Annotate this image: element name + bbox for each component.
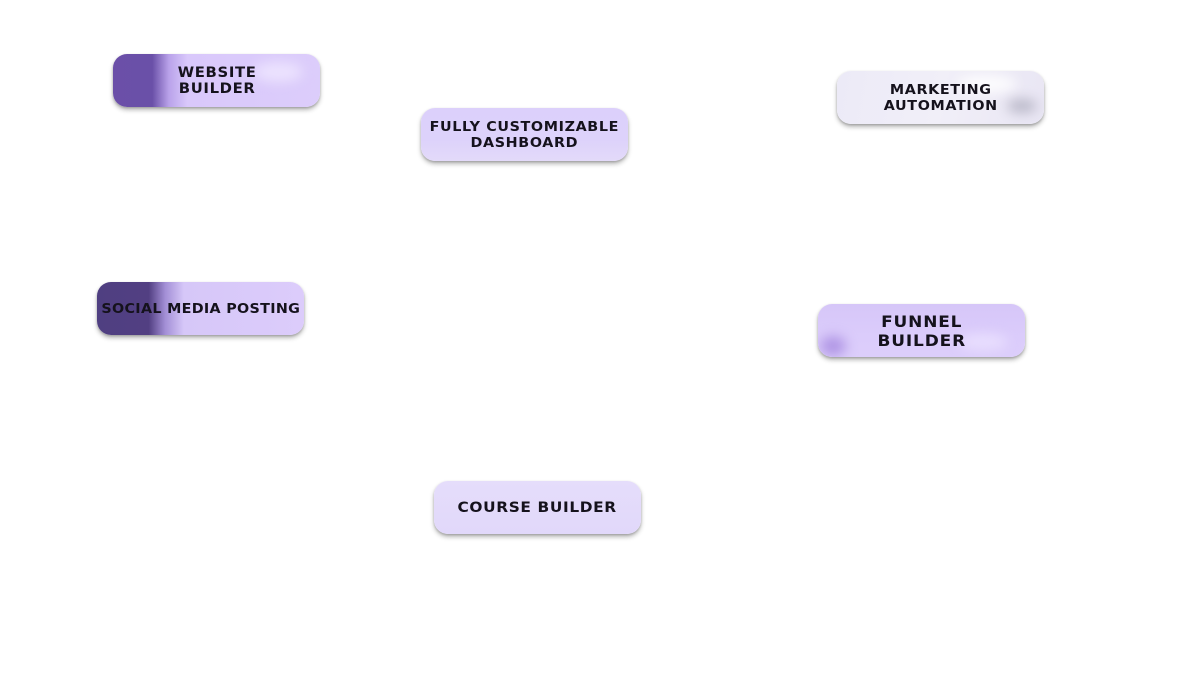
- badge-label: Funnel Builder: [877, 311, 966, 350]
- customizable-dashboard-badge[interactable]: Fully Customizable Dashboard: [421, 108, 628, 161]
- badge-label: Course Builder: [457, 499, 618, 516]
- social-media-posting-badge[interactable]: Social Media Posting: [97, 282, 304, 335]
- website-builder-badge[interactable]: Website Builder: [113, 54, 320, 107]
- badge-label: Social Media Posting: [101, 300, 300, 317]
- highlight-glow: [957, 75, 1017, 93]
- shadow-smudge: [1007, 99, 1037, 113]
- badge-label: Website Builder: [178, 64, 257, 97]
- badge-label: Marketing Automation: [883, 81, 998, 114]
- highlight-glow: [253, 62, 303, 82]
- shadow-smudge: [820, 336, 846, 356]
- marketing-automation-badge[interactable]: Marketing Automation: [837, 71, 1044, 124]
- course-builder-badge[interactable]: Course Builder: [434, 481, 641, 534]
- funnel-builder-badge[interactable]: Funnel Builder: [818, 304, 1025, 357]
- badge-label: Fully Customizable Dashboard: [429, 118, 620, 151]
- highlight-glow: [958, 334, 1008, 350]
